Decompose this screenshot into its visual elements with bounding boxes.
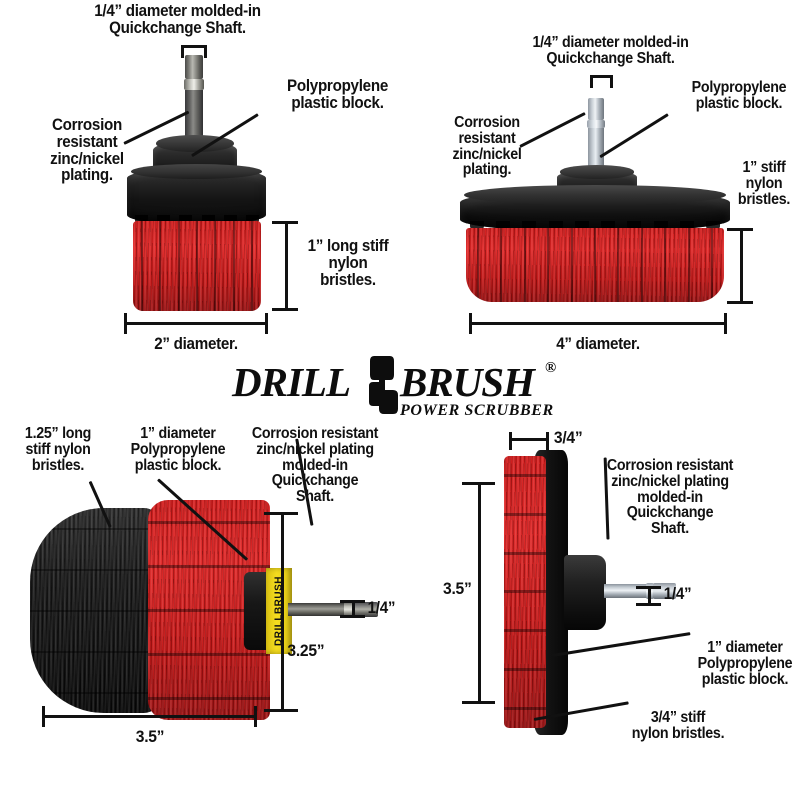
callout-bristle-text: 1” stiff nylon bristles. bbox=[737, 159, 791, 208]
dim-overall-cap-bottom bbox=[264, 709, 298, 712]
quickchange-shaft bbox=[587, 98, 605, 176]
shaft-hex-head bbox=[185, 55, 203, 79]
dim-bristle-depth-rule bbox=[509, 438, 549, 441]
product-panel-brush-2-inch: 1/4” diameter molded-in Quickchange Shaf… bbox=[0, 0, 400, 356]
nylon-bristles-red bbox=[466, 228, 724, 302]
logo-word-brush: BRUSH bbox=[400, 359, 535, 405]
callout-plating-text: Corrosion resistant zinc/nickel plating. bbox=[452, 114, 522, 179]
logo-word-drill: DRILL bbox=[232, 359, 351, 405]
product-panel-brush-4-inch: 1/4” diameter molded-in Quickchange Shaf… bbox=[400, 0, 800, 356]
shaft-stem bbox=[588, 128, 604, 176]
callout-bristle-text: 1” long stiff nylon bristles. bbox=[307, 237, 389, 289]
callout-shaft-text: Corrosion resistant zinc/nickel plating … bbox=[606, 457, 734, 538]
plastic-hub-top bbox=[560, 165, 634, 179]
dim-diameter-cap-left bbox=[469, 313, 472, 334]
polypropylene-block-top bbox=[464, 184, 726, 205]
dim-bristle-cap-bottom bbox=[272, 308, 298, 311]
dim-diameter-cap-left bbox=[42, 706, 45, 727]
nylon-bristles-red bbox=[504, 456, 546, 728]
quickchange-shaft bbox=[183, 55, 205, 147]
dim-shaft-cap-bottom bbox=[636, 603, 661, 606]
dim-shaft-cap-right bbox=[204, 45, 207, 58]
shaft-collar bbox=[183, 79, 205, 90]
dim-overall-cap-top bbox=[264, 512, 298, 515]
nylon-bristles-black bbox=[30, 508, 160, 713]
dim-shaft-diameter-label: 1/4” bbox=[367, 599, 396, 617]
logo-tagline: POWER SCRUBBER bbox=[400, 402, 554, 419]
dim-brush-diameter-rule bbox=[478, 482, 481, 704]
dim-shaft-cap-left bbox=[181, 45, 184, 58]
shaft-stem bbox=[185, 90, 203, 147]
shaft-hex-head bbox=[588, 98, 604, 120]
dim-bristle-length-rule bbox=[740, 228, 743, 304]
polypropylene-block bbox=[127, 164, 266, 225]
callout-block-text: Polypropylene plastic block. bbox=[286, 77, 388, 112]
callout-bristle-text: 3/4” stiff nylon bristles. bbox=[631, 709, 725, 742]
shaft-collar bbox=[344, 601, 353, 618]
dim-shaft-diameter-rule bbox=[181, 45, 207, 48]
shaft-collar bbox=[587, 120, 605, 128]
dim-shaft-diameter-label: 1/4” bbox=[663, 585, 692, 603]
product-panel-brush-flat-disc: 3/4” Corrosion resistant zinc/nickel pla… bbox=[400, 420, 800, 800]
dim-diameter-cap-bottom bbox=[462, 701, 495, 704]
callout-bristle-text: 1.25” long stiff nylon bristles. bbox=[24, 425, 92, 474]
product-panel-brush-bullet: 1.25” long stiff nylon bristles. 1” diam… bbox=[0, 420, 400, 800]
dim-bristle-cap-top bbox=[727, 228, 753, 231]
dim-shaft-cap-right bbox=[610, 75, 613, 88]
callout-block-text: 1” diameter Polypropylene plastic block. bbox=[130, 425, 226, 474]
dim-diameter-cap-right bbox=[254, 706, 257, 727]
dim-brush-diameter-label: 3.5” bbox=[135, 727, 165, 746]
dim-depth-cap-left bbox=[509, 432, 512, 450]
callout-shaft-text: 1/4” diameter molded-in Quickchange Shaf… bbox=[532, 34, 689, 67]
dim-brush-diameter-rule bbox=[124, 322, 268, 325]
product-image-brush-4-inch bbox=[460, 90, 740, 305]
dim-brush-diameter-rule bbox=[42, 715, 257, 718]
callout-block-text: 1” diameter Polypropylene plastic block. bbox=[697, 639, 793, 688]
dim-shaft-diameter-rule bbox=[352, 600, 355, 618]
product-image-brush-2-inch bbox=[110, 55, 295, 315]
dim-shaft-cap-top bbox=[340, 600, 365, 603]
dim-shaft-cap-bottom bbox=[340, 615, 365, 618]
shaft-stem bbox=[288, 603, 346, 616]
callout-block-text: Polypropylene plastic block. bbox=[691, 79, 787, 112]
dim-overall-length-rule bbox=[281, 512, 284, 712]
drill-brush-icon bbox=[369, 356, 398, 414]
plastic-hub bbox=[564, 555, 606, 630]
dim-shaft-diameter-rule bbox=[648, 586, 651, 606]
dim-shaft-diameter-rule bbox=[590, 75, 613, 78]
product-image-brush-flat-disc bbox=[492, 450, 712, 735]
quickchange-shaft bbox=[288, 601, 378, 618]
tuft-plate-notches bbox=[135, 215, 259, 224]
dim-overall-length-label: 3.25” bbox=[287, 641, 325, 660]
dim-diameter-cap-top bbox=[462, 482, 495, 485]
drillbrush-logo: DRILL BRUSH ® POWER SCRUBBER bbox=[232, 356, 572, 422]
dim-brush-diameter-label: 4” diameter. bbox=[556, 335, 640, 353]
dim-brush-diameter-rule bbox=[469, 322, 727, 325]
dim-shaft-cap-top bbox=[636, 586, 661, 589]
dim-bristle-cap-top bbox=[272, 221, 298, 224]
callout-shaft-text: 1/4” diameter molded-in Quickchange Shaf… bbox=[94, 2, 261, 37]
dim-bristle-cap-bottom bbox=[727, 301, 753, 304]
product-image-brush-bullet: DRILLBRUSH bbox=[30, 500, 378, 720]
nylon-bristles-red bbox=[133, 221, 261, 311]
shaft-hex-head bbox=[352, 602, 378, 617]
registered-trademark-icon: ® bbox=[545, 360, 557, 376]
polypropylene-block-top bbox=[131, 164, 262, 179]
dim-bristle-depth-label: 3/4” bbox=[553, 428, 583, 447]
dim-diameter-cap-left bbox=[124, 313, 127, 334]
dim-diameter-cap-right bbox=[724, 313, 727, 334]
dim-depth-cap-right bbox=[546, 432, 549, 450]
dim-shaft-cap-left bbox=[590, 75, 593, 88]
dim-diameter-cap-right bbox=[265, 313, 268, 334]
brand-label-band: DRILLBRUSH bbox=[266, 568, 292, 654]
callout-plating-text: Corrosion resistant zinc/nickel plating. bbox=[50, 116, 124, 185]
dim-bristle-length-rule bbox=[285, 221, 288, 311]
callout-shaft-text: Corrosion resistant zinc/nickel plating … bbox=[251, 425, 379, 506]
dim-brush-diameter-label: 2” diameter. bbox=[154, 335, 238, 353]
tuft-plate-notches bbox=[470, 221, 720, 230]
dim-brush-diameter-label: 3.5” bbox=[443, 579, 472, 598]
